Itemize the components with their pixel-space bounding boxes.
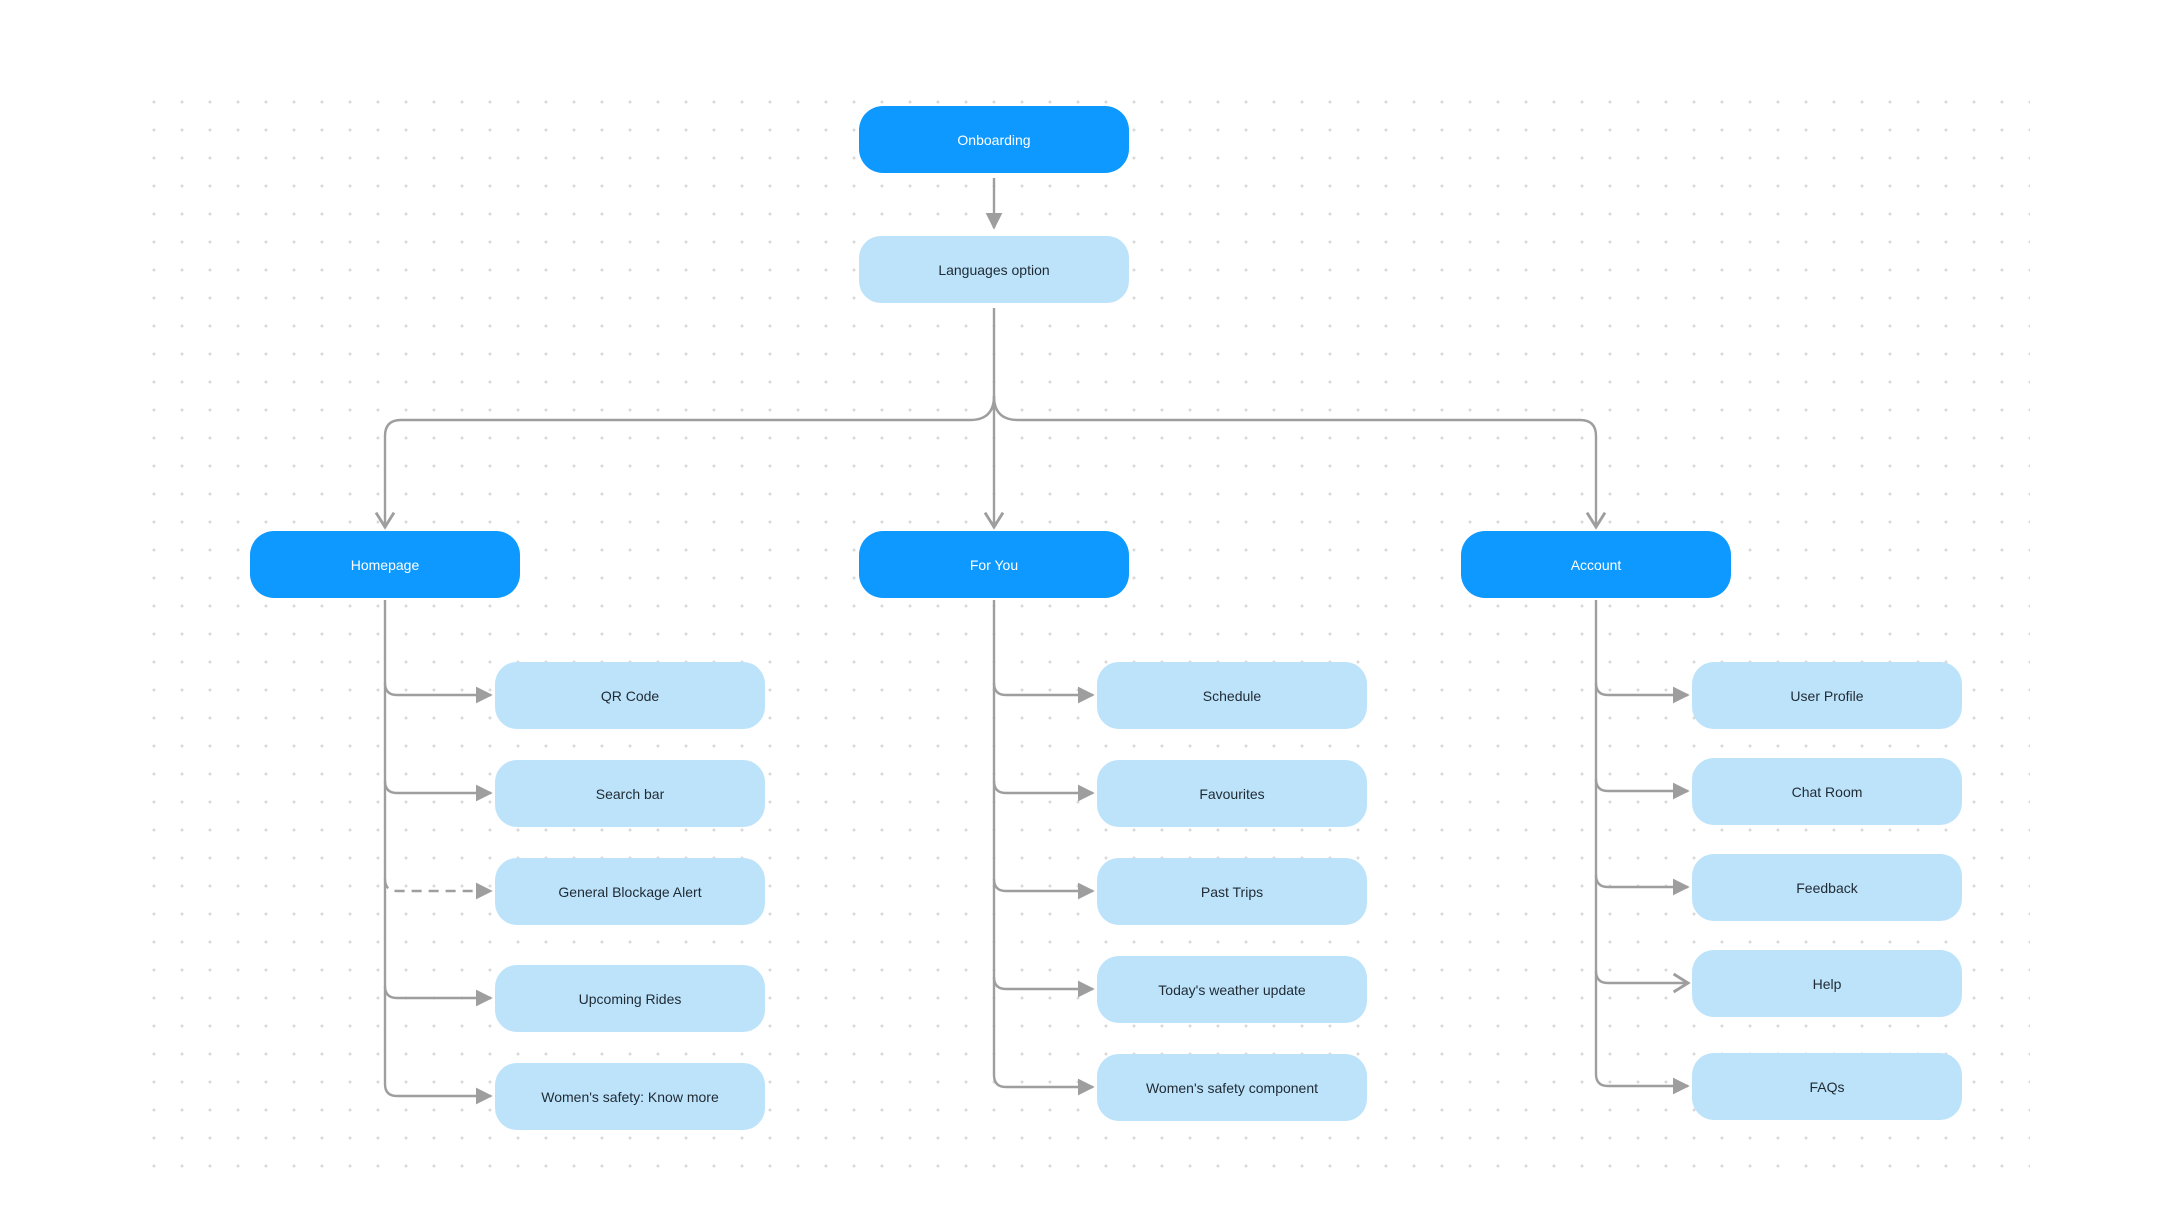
edge-to-homepage xyxy=(374,395,996,530)
homepage_children-edge-3 xyxy=(383,985,493,1007)
for_you_children-edge-2 xyxy=(992,878,1095,900)
user-profile-node[interactable]: User Profile xyxy=(1692,662,1962,729)
for-you-node[interactable]: For You xyxy=(859,531,1129,598)
for_you_children-edge-4 xyxy=(992,1074,1095,1096)
for-you-branch-connectors xyxy=(992,600,1095,1096)
upcoming-rides-node[interactable]: Upcoming Rides xyxy=(495,965,765,1032)
for_you_children-edge-3 xyxy=(992,976,1095,998)
chat-room-node[interactable]: Chat Room xyxy=(1692,758,1962,825)
schedule-node[interactable]: Schedule xyxy=(1097,662,1367,729)
qr-code-node[interactable]: QR Code xyxy=(495,662,765,729)
womens-safety-know-more-node[interactable]: Women's safety: Know more xyxy=(495,1063,765,1130)
search-bar-node[interactable]: Search bar xyxy=(495,760,765,827)
account-branch-connectors xyxy=(1594,600,1691,1095)
womens-safety-component-node[interactable]: Women's safety component xyxy=(1097,1054,1367,1121)
homepage_children-edge-4 xyxy=(383,1083,493,1105)
for_you_children-edge-1 xyxy=(992,780,1095,802)
homepage_children-edge-0 xyxy=(383,682,493,704)
help-node[interactable]: Help xyxy=(1692,950,1962,1017)
favourites-node[interactable]: Favourites xyxy=(1097,760,1367,827)
past-trips-node[interactable]: Past Trips xyxy=(1097,858,1367,925)
homepage-node[interactable]: Homepage xyxy=(250,531,520,598)
languages-option-node[interactable]: Languages option xyxy=(859,236,1129,303)
account-node[interactable]: Account xyxy=(1461,531,1731,598)
account_children-edge-1 xyxy=(1594,778,1690,800)
faqs-node[interactable]: FAQs xyxy=(1692,1053,1962,1120)
homepage-branch-connectors xyxy=(383,600,493,1105)
onboarding-node[interactable]: Onboarding xyxy=(859,106,1129,173)
for_you_children-edge-0 xyxy=(992,682,1095,704)
todays-weather-update-node[interactable]: Today's weather update xyxy=(1097,956,1367,1023)
homepage_children-edge-2 xyxy=(383,878,493,900)
general-blockage-alert-node[interactable]: General Blockage Alert xyxy=(495,858,765,925)
homepage_children-edge-1 xyxy=(383,780,493,802)
feedback-node[interactable]: Feedback xyxy=(1692,854,1962,921)
account_children-edge-3 xyxy=(1594,970,1691,994)
account_children-edge-0 xyxy=(1594,682,1690,704)
edge-to-account xyxy=(992,395,1607,530)
account_children-edge-4 xyxy=(1594,1073,1690,1095)
account_children-edge-2 xyxy=(1594,874,1690,896)
